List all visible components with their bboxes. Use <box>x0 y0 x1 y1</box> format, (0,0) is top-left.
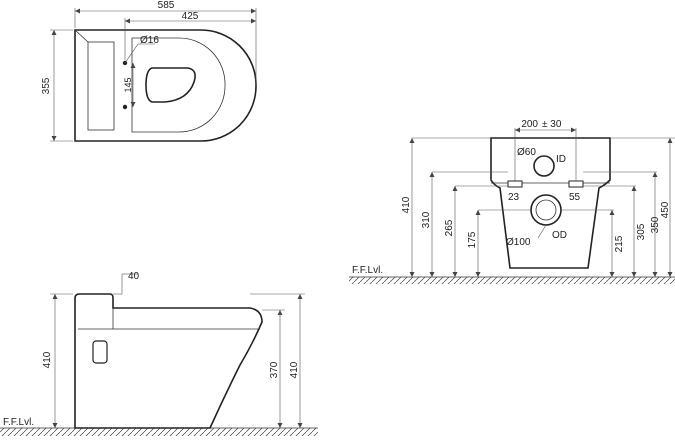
dim-right-215: 215 <box>614 235 625 252</box>
top-view-outline <box>74 29 257 142</box>
dim-side-right-410: 410 <box>289 361 300 378</box>
dim-right-450: 450 <box>660 201 671 218</box>
dim-left-175: 175 <box>467 231 478 248</box>
bolt-slot-left <box>507 180 523 188</box>
side-view: F.F.Lvl. 40 410 370 410 <box>0 271 318 436</box>
dim-right-350: 350 <box>650 216 661 233</box>
dim-inlet-diameter: Ø60 <box>517 147 536 158</box>
dim-side-left-410: 410 <box>42 351 53 368</box>
side-floor-label: F.F.Lvl. <box>3 417 34 428</box>
top-view-seat <box>131 37 226 133</box>
bolt-slot-right <box>568 180 584 188</box>
dim-hole-diameter: Ø16 <box>140 35 159 46</box>
dim-left-410: 410 <box>401 196 412 213</box>
fixing-hole-bottom <box>122 104 128 110</box>
dim-left-310: 310 <box>421 211 432 228</box>
flush-panel <box>92 340 108 364</box>
dim-425: 425 <box>182 11 199 22</box>
inlet-circle <box>533 155 555 177</box>
outlet-label: OD <box>552 230 567 241</box>
dim-200: 200 <box>521 119 538 130</box>
front-floor-hatch <box>349 277 675 284</box>
inlet-label: ID <box>556 154 566 165</box>
dim-355: 355 <box>41 77 52 94</box>
dim-200-tolerance: ± 30 <box>542 119 562 130</box>
side-view-outline <box>74 293 263 429</box>
side-floor-hatch <box>0 428 318 436</box>
dim-585: 585 <box>158 0 175 11</box>
top-view: 585 425 355 Ø16 145 <box>41 0 257 142</box>
dim-left-265: 265 <box>444 219 455 236</box>
front-floor-label: F.F.Lvl. <box>352 265 383 276</box>
dim-outlet-diameter: Ø100 <box>506 237 531 248</box>
top-view-tank <box>87 41 115 131</box>
dim-145: 145 <box>123 77 133 92</box>
top-view-bowl-opening <box>145 67 196 103</box>
dim-bolt-right: 55 <box>569 192 581 203</box>
dim-side-370: 370 <box>269 361 280 378</box>
outlet-circle <box>530 194 562 226</box>
dim-right-305: 305 <box>636 223 647 240</box>
dim-bolt-left: 23 <box>508 192 520 203</box>
dim-40: 40 <box>128 271 140 282</box>
front-view: F.F.Lvl. 200 ± 30 Ø60 ID Ø100 OD 23 55 <box>349 119 675 284</box>
